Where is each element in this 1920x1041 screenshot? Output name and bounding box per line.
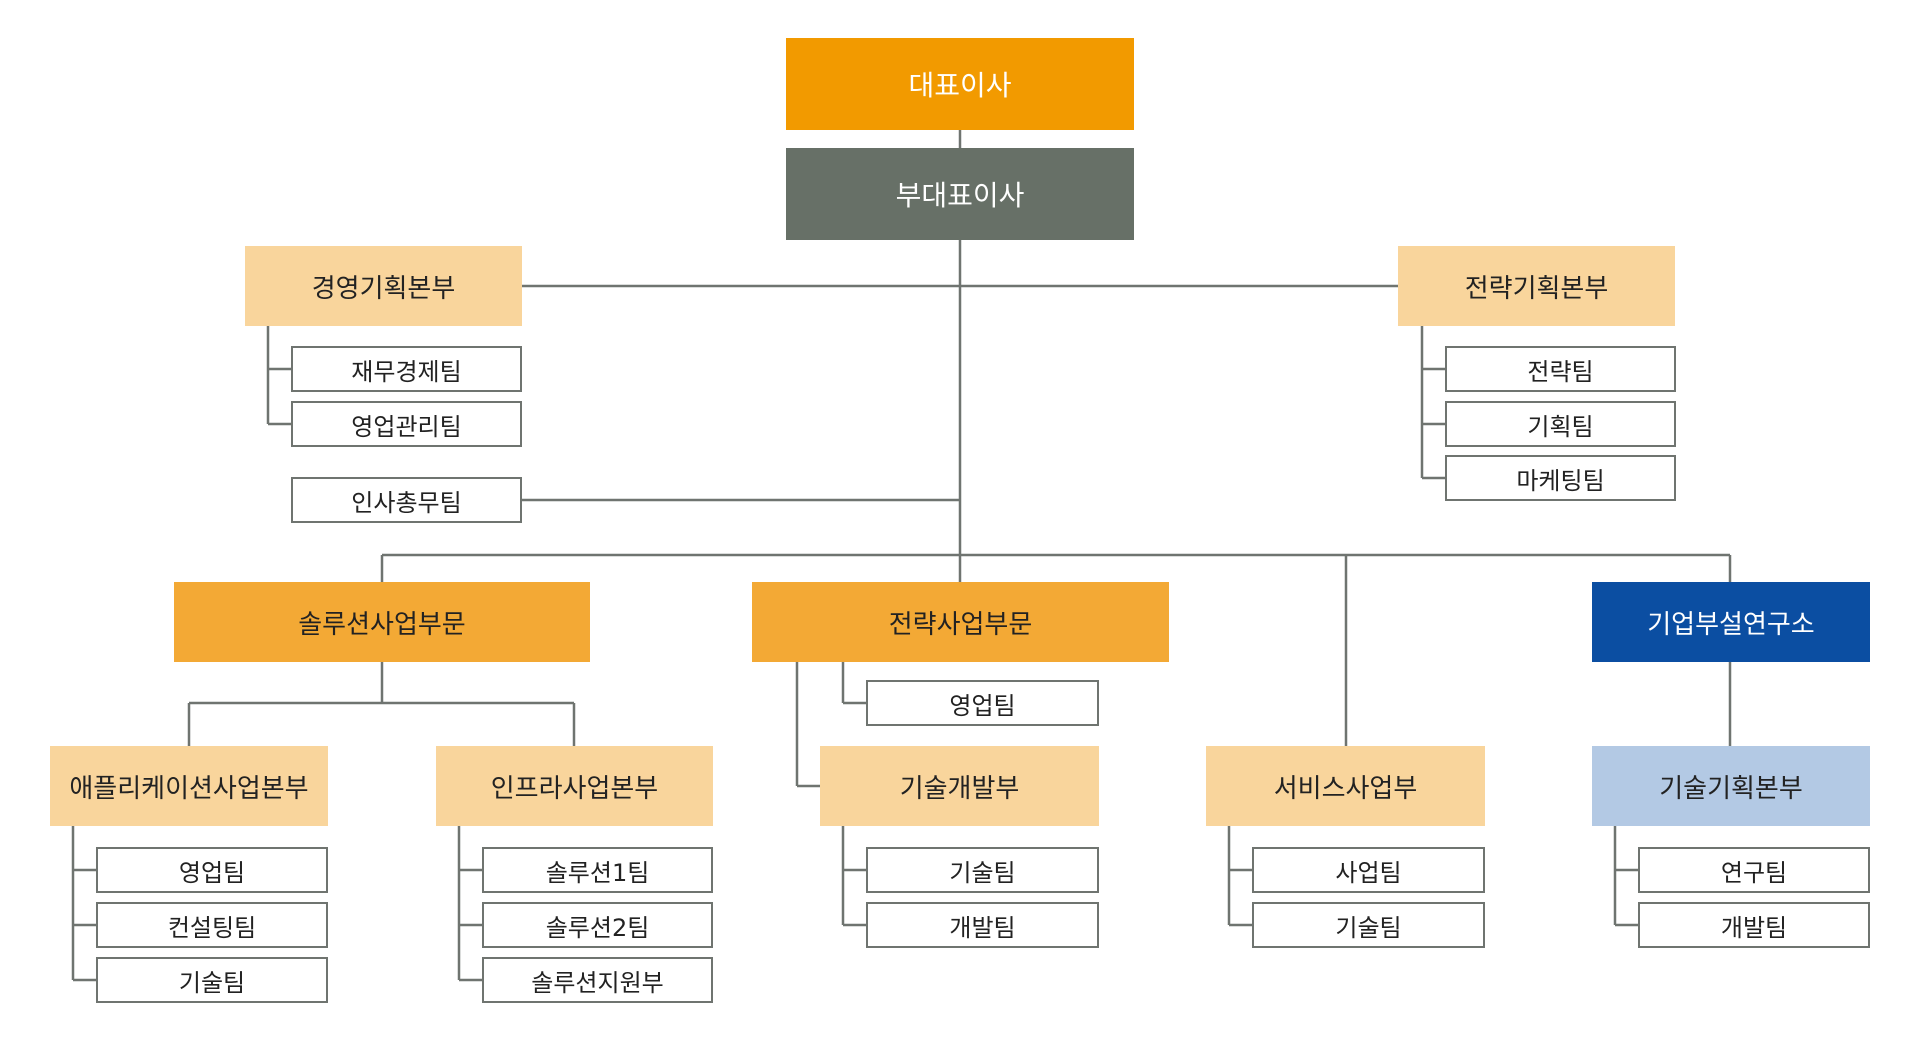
ceo-box: 대표이사	[786, 38, 1134, 130]
team-strategy: 전략팀	[1445, 346, 1676, 392]
research-lab-box: 기업부설연구소	[1592, 582, 1870, 662]
team-hr: 인사총무팀	[291, 477, 522, 523]
team-solution-1: 솔루션1팀	[482, 847, 713, 893]
team-app-consulting: 컨설팅팀	[96, 902, 328, 948]
team-service-business: 사업팀	[1252, 847, 1485, 893]
team-app-tech: 기술팀	[96, 957, 328, 1003]
team-planning: 기획팀	[1445, 401, 1676, 447]
team-techdev-tech: 기술팀	[866, 847, 1099, 893]
application-hq-box: 애플리케이션사업본부	[50, 746, 328, 826]
solution-division-box: 솔루션사업부문	[174, 582, 590, 662]
vice-ceo-box: 부대표이사	[786, 148, 1134, 240]
team-research-dev: 개발팀	[1638, 902, 1870, 948]
infra-hq-box: 인프라사업본부	[436, 746, 713, 826]
team-solution-2: 솔루션2팀	[482, 902, 713, 948]
team-research: 연구팀	[1638, 847, 1870, 893]
team-service-tech: 기술팀	[1252, 902, 1485, 948]
tech-planning-box: 기술기획본부	[1592, 746, 1870, 826]
tech-dev-box: 기술개발부	[820, 746, 1099, 826]
team-marketing: 마케팅팀	[1445, 455, 1676, 501]
team-app-sales: 영업팀	[96, 847, 328, 893]
service-division-box: 서비스사업부	[1206, 746, 1485, 826]
management-planning-box: 경영기획본부	[245, 246, 522, 326]
strategy-division-box: 전략사업부문	[752, 582, 1169, 662]
team-strategy-sales: 영업팀	[866, 680, 1099, 726]
team-techdev-dev: 개발팀	[866, 902, 1099, 948]
team-finance: 재무경제팀	[291, 346, 522, 392]
team-sales-management: 영업관리팀	[291, 401, 522, 447]
team-solution-support: 솔루션지원부	[482, 957, 713, 1003]
strategy-planning-box: 전략기획본부	[1398, 246, 1675, 326]
